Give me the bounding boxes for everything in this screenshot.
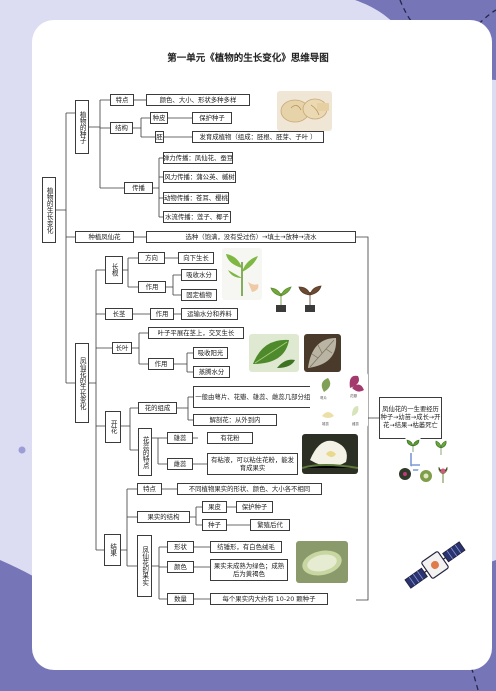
fruit-count-node: 数量 (167, 593, 194, 605)
fruit-shape-text: 纺锤形，有白色绒毛 (210, 541, 282, 553)
root-function-item: 吸收水分 (181, 269, 217, 281)
spread-item: 弹力传播：凤仙花、蚕豆 (162, 152, 234, 164)
seed-spread-node: 传播 (124, 182, 153, 194)
planting-node: 种植凤仙花 (75, 231, 134, 243)
grow-root-node: 长根 (105, 256, 123, 284)
sprout-photo (268, 283, 294, 313)
fruit-seed-text: 繁殖后代 (250, 519, 290, 531)
fruit-peel-text: 保护种子 (236, 501, 273, 513)
fruit-feature-text: 不同植物果实的形状、颜色、大小各不相同 (177, 483, 322, 495)
dashed-trail (399, 0, 496, 47)
spread-item: 风力传播：蒲公英、槭树 (163, 171, 236, 183)
seed-features-text: 颜色、大小、形状多种多样 (146, 94, 250, 106)
spread-item: 动物传播：苍耳、樱桃 (163, 192, 229, 204)
root-function-item: 固定植物 (181, 289, 217, 301)
flowering-node: 开花 (105, 411, 121, 443)
seed-structure-node: 结构 (110, 122, 133, 134)
lifecycle-photo (436, 466, 450, 484)
flower-photo (302, 434, 358, 474)
flower-part-label: 雄蕊 (322, 422, 329, 426)
seed-features-node: 特点 (110, 94, 134, 106)
fruit-seed-node: 种子 (202, 519, 227, 531)
flower-parts-node: 花的组成 (138, 402, 177, 414)
balsam-fruit-node: 凤仙花的果实 (137, 535, 152, 597)
seed-embryo-text: 发育成植物（组成：胚根、胚芽、子叶 ） (192, 131, 324, 143)
balsam-node: 凤仙花的生长变化 (75, 343, 89, 423)
pistil-text: 有粘液，可以粘住花粉，能发育成果实 (207, 453, 298, 475)
lifecycle-photo (433, 440, 449, 456)
seed-coat-text: 保护种子 (192, 112, 232, 124)
fruit-photo (296, 541, 348, 583)
fruit-feature-node: 特点 (137, 483, 162, 495)
fruit-count-text: 每个果实内大约有 10-20 颗种子 (210, 593, 328, 605)
flower-parts-photo: 萼片 花瓣 雄蕊 雌蕊 (310, 372, 368, 428)
seed-photo-stamp (317, 103, 329, 111)
fruit-peel-node: 果皮 (202, 501, 227, 513)
planting-text: 选种（饱满，没有受过伤）→填土→放种→浇水 (146, 231, 356, 243)
stamen-node: 雄蕊 (167, 432, 193, 444)
root-node: 植物的生长变化 (42, 177, 56, 243)
fruit-color-node: 颜色 (167, 561, 194, 573)
root-function-node: 作用 (138, 281, 166, 293)
lifecycle-photo (418, 468, 434, 484)
stem-function-node: 作用 (150, 308, 174, 320)
fruit-color-text: 果实未成熟为绿色；成熟后为黄褐色 (210, 559, 288, 581)
lifecycle-photo (405, 437, 421, 453)
grow-leaf-node: 长叶 (112, 342, 132, 354)
spread-item: 水流传播：莲子、椰子 (163, 211, 231, 223)
leaf-photo (304, 334, 341, 372)
fruit-shape-node: 形状 (167, 541, 194, 553)
flower-dissect-text: 解剖花：从外到内 (193, 414, 277, 426)
satellite-icon (404, 541, 466, 589)
leaf-function-node: 作用 (148, 358, 174, 370)
seed-embryo-node: 胚 (155, 131, 164, 143)
lifecycle-text: 凤仙花的一生要经历种子→幼苗→成长→开花→结果→枯萎死亡 (379, 397, 442, 439)
leaf-function-item: 吸收阳光 (193, 347, 228, 359)
stem-function-text: 运输水分和养料 (181, 308, 238, 320)
leaf-function-item: 蒸腾水分 (193, 366, 230, 378)
seed-photo (277, 91, 332, 131)
dot (18, 446, 26, 454)
flower-part-label: 花瓣 (350, 394, 357, 398)
seed-node: 植物的种子 (75, 100, 89, 154)
pistil-node: 雌蕊 (167, 458, 193, 470)
flower-parts-text: 一般由萼片、花瓣、雄蕊、雌蕊几部分组成 (193, 386, 319, 408)
grow-stem-node: 长茎 (105, 308, 133, 320)
root-direction-text: 向下生长 (178, 252, 214, 264)
leaf-photo (249, 334, 299, 372)
fruit-structure-node: 果实的结构 (137, 511, 190, 523)
flower-stamen-pistil-node: 花蕊的特点 (138, 428, 152, 476)
stamen-text: 有花粉 (207, 432, 253, 444)
lifecycle-photo (397, 466, 413, 484)
page-title: 第一单元《植物的生长变化》思维导图 (167, 53, 329, 64)
sprout-photo (297, 283, 323, 313)
seed-coat-node: 种皮 (150, 112, 168, 124)
leaf-arrange-text: 叶子平展在茎上，交叉生长 (148, 327, 244, 339)
flower-part-label: 萼片 (320, 396, 327, 400)
fruiting-node: 结果 (104, 534, 121, 566)
flower-part-label: 雌蕊 (352, 422, 359, 426)
root-direction-node: 方向 (138, 252, 165, 264)
seedling-photo (222, 248, 262, 300)
